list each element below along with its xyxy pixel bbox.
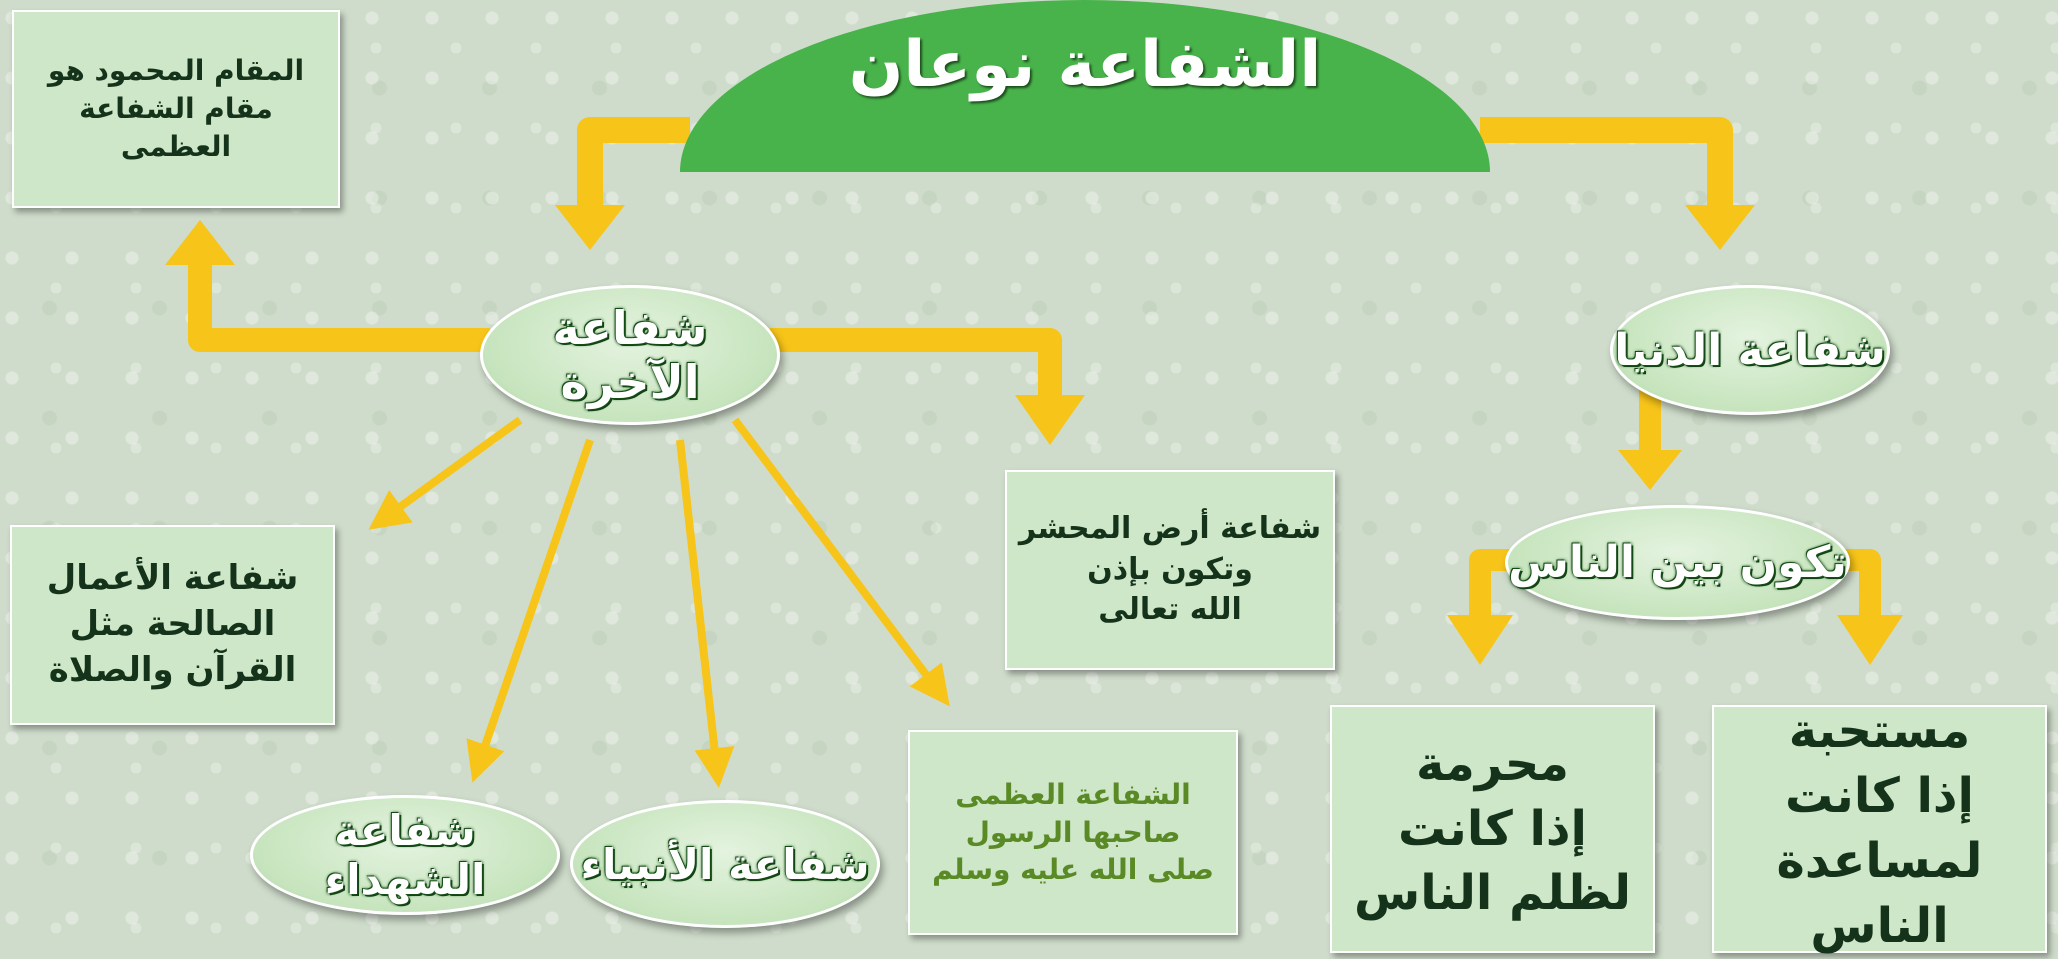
- box-mustahabba: مستحبة إذا كانت لمساعدة الناس: [1712, 703, 2047, 954]
- box-maqam: المقام المحمود هو مقام الشفاعة العظمى: [12, 10, 340, 208]
- box-uzma-line: صاحبها الرسول: [965, 815, 1181, 849]
- box-uzma-line: الشفاعة العظمى: [955, 777, 1191, 811]
- box-aamal: شفاعة الأعمال الصالحة مثل القرآن والصلاة: [10, 525, 335, 725]
- page-title: الشفاعة نوعان: [848, 28, 1322, 102]
- box-muharrama-line: لظلم الناس: [1353, 865, 1632, 922]
- arrowhead-akhira: [555, 205, 625, 250]
- arrow-akhira-to-uzma: [731, 417, 950, 707]
- arrowhead-mahshar: [1015, 395, 1085, 445]
- arrowhead-maqam: [165, 220, 235, 265]
- box-muharrama-line: إذا كانت: [1397, 800, 1588, 857]
- node-akhira-label: شفاعة الآخرة: [552, 301, 708, 409]
- box-mahshar-line: وتكون بإذن: [1087, 551, 1253, 587]
- arrow-akhira-to-mahshar: [770, 328, 1062, 400]
- arrow-title-to-akhira: [577, 117, 690, 210]
- box-muharrama: محرمة إذا كانت لظلم الناس: [1330, 705, 1655, 953]
- box-mustahabba-line: إذا كانت: [1784, 768, 1975, 825]
- box-muharrama-line: محرمة: [1416, 735, 1569, 792]
- arrow-akhira-to-aamal: [368, 416, 523, 530]
- arrow-title-to-dunya: [1480, 117, 1733, 210]
- box-mahshar: شفاعة أرض المحشر وتكون بإذن الله تعالى: [1005, 470, 1335, 670]
- box-maqam-line: مقام الشفاعة: [79, 92, 273, 126]
- arrowhead-mustahabba: [1837, 615, 1903, 665]
- box-mustahabba-line: لمساعدة الناس: [1776, 833, 1983, 954]
- node-bayn-nas: تكون بين الناس: [1505, 505, 1850, 620]
- box-mahshar-line: شفاعة أرض المحشر: [1018, 511, 1322, 547]
- node-anbiya: شفاعة الأنبياء: [570, 800, 880, 928]
- box-maqam-line: العظمى: [120, 129, 232, 163]
- node-bayn-nas-label: تكون بين الناس: [1508, 537, 1847, 588]
- node-shuhada-label: شفاعة الشهداء: [324, 806, 486, 904]
- arrowhead-baynnas: [1618, 450, 1682, 490]
- box-maqam-line: المقام المحمود هو: [47, 54, 305, 88]
- node-shuhada: شفاعة الشهداء: [250, 795, 560, 915]
- box-mahshar-line: الله تعالى: [1098, 592, 1242, 628]
- node-akhira: شفاعة الآخرة: [480, 285, 780, 425]
- arrowhead-muharrama: [1447, 615, 1513, 665]
- node-anbiya-label: شفاعة الأنبياء: [580, 839, 870, 889]
- arrowhead-dunya: [1685, 205, 1755, 250]
- box-uzma-line: صلى الله عليه وسلم: [932, 853, 1214, 887]
- node-dunya-label: شفاعة الدنيا: [1614, 324, 1886, 376]
- box-uzma: الشفاعة العظمى صاحبها الرسول صلى الله عل…: [908, 730, 1238, 935]
- box-mustahabba-line: مستحبة: [1788, 703, 1971, 760]
- arrow-akhira-to-shuhada: [466, 438, 594, 783]
- node-dunya: شفاعة الدنيا: [1610, 285, 1890, 415]
- thin-arrows: [368, 416, 950, 788]
- box-aamal-line: الصالحة مثل: [69, 604, 276, 645]
- arrow-akhira-to-maqam: [188, 260, 490, 352]
- box-aamal-line: شفاعة الأعمال: [46, 558, 299, 599]
- box-aamal-line: القرآن والصلاة: [48, 649, 297, 690]
- arrow-akhira-to-anbiya: [676, 439, 735, 788]
